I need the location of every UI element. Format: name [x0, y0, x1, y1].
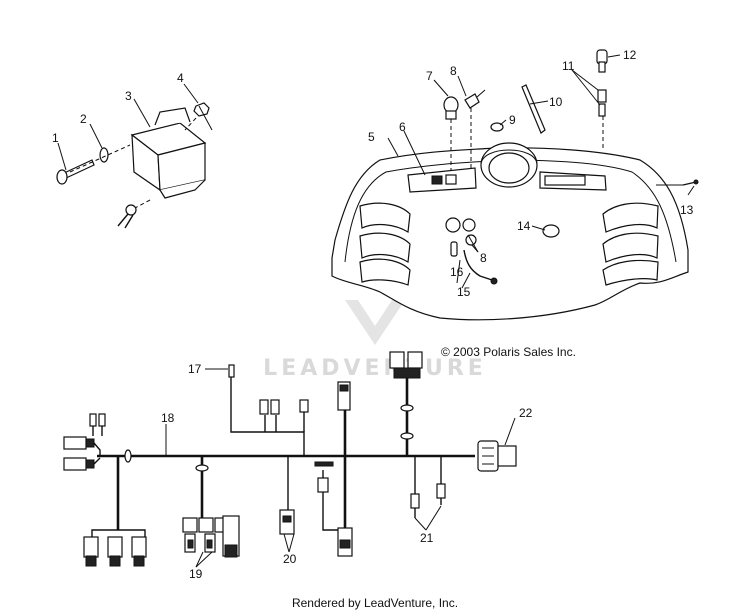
- dashboard-pod-assembly: [331, 49, 699, 321]
- plug-14: [542, 224, 560, 238]
- knob-7-part: [443, 96, 459, 120]
- branch-top-center: [337, 381, 351, 456]
- callout-8-bottom: 8: [480, 251, 487, 265]
- callout-5: 5: [368, 130, 375, 144]
- display-window: [544, 175, 586, 186]
- wiring-harness-assembly: [63, 351, 517, 568]
- connector-group-lower-left: [83, 529, 147, 567]
- callout-12: 12: [623, 48, 637, 62]
- washer-part: [99, 147, 109, 163]
- callout-13: 13: [680, 203, 694, 217]
- gauge-pod-part: [480, 142, 538, 188]
- callout-8-top: 8: [450, 64, 457, 78]
- callout-21: 21: [420, 531, 434, 545]
- control-module-assembly: [56, 83, 213, 229]
- connector-22: [477, 440, 517, 472]
- ring-terminal-part: [117, 204, 137, 229]
- callout-15: 15: [457, 285, 471, 299]
- clip-left: [124, 449, 132, 463]
- callout-20: 20: [283, 552, 297, 566]
- bolt-part: [56, 159, 95, 185]
- rod-10-part: [521, 84, 546, 134]
- callout-11: 11: [562, 59, 575, 73]
- callout-10: 10: [549, 95, 563, 109]
- key-switch: [462, 218, 476, 232]
- callout-18: 18: [161, 411, 175, 425]
- right-cubbies: [602, 202, 659, 286]
- callout-19: 19: [189, 567, 203, 581]
- copyright-text: © 2003 Polaris Sales Inc.: [441, 345, 576, 359]
- switch-knob-left: [445, 217, 461, 233]
- callout-3: 3: [125, 89, 132, 103]
- wire-15-part: [463, 249, 498, 285]
- screw-13-part: [682, 179, 699, 186]
- branch-21: [410, 456, 446, 518]
- module-box-part: [130, 107, 207, 199]
- connector-group-19: [182, 515, 240, 558]
- bulb-16-part: [450, 241, 458, 257]
- callout-16: 16: [450, 265, 464, 279]
- callout-17: 17: [188, 362, 202, 376]
- branch-top-right: [389, 351, 423, 456]
- branch-17: [228, 364, 309, 456]
- bulb-12-part: [596, 49, 608, 73]
- left-connectors: [63, 413, 106, 471]
- callout-14: 14: [517, 219, 531, 233]
- switch-left-a: [431, 175, 443, 185]
- callout-7: 7: [426, 69, 433, 83]
- callout-22: 22: [519, 406, 533, 420]
- callout-6: 6: [399, 120, 406, 134]
- watermark-text: LEADVENTURE: [263, 356, 487, 381]
- nut-part: [193, 102, 210, 117]
- switch-left-b: [445, 174, 457, 185]
- callout-2: 2: [80, 112, 87, 126]
- watermark: LEADVENTURE: [263, 300, 487, 381]
- footer-credit: Rendered by LeadVenture, Inc.: [292, 596, 458, 610]
- callout-1: 1: [52, 131, 59, 145]
- fuse-11-part: [597, 89, 607, 117]
- callout-9: 9: [509, 113, 516, 127]
- connector-20: [279, 509, 295, 535]
- branch-center-lower: [314, 456, 353, 557]
- knob-8-part: [464, 89, 486, 109]
- left-cubbies: [359, 202, 411, 286]
- callout-4: 4: [177, 71, 184, 85]
